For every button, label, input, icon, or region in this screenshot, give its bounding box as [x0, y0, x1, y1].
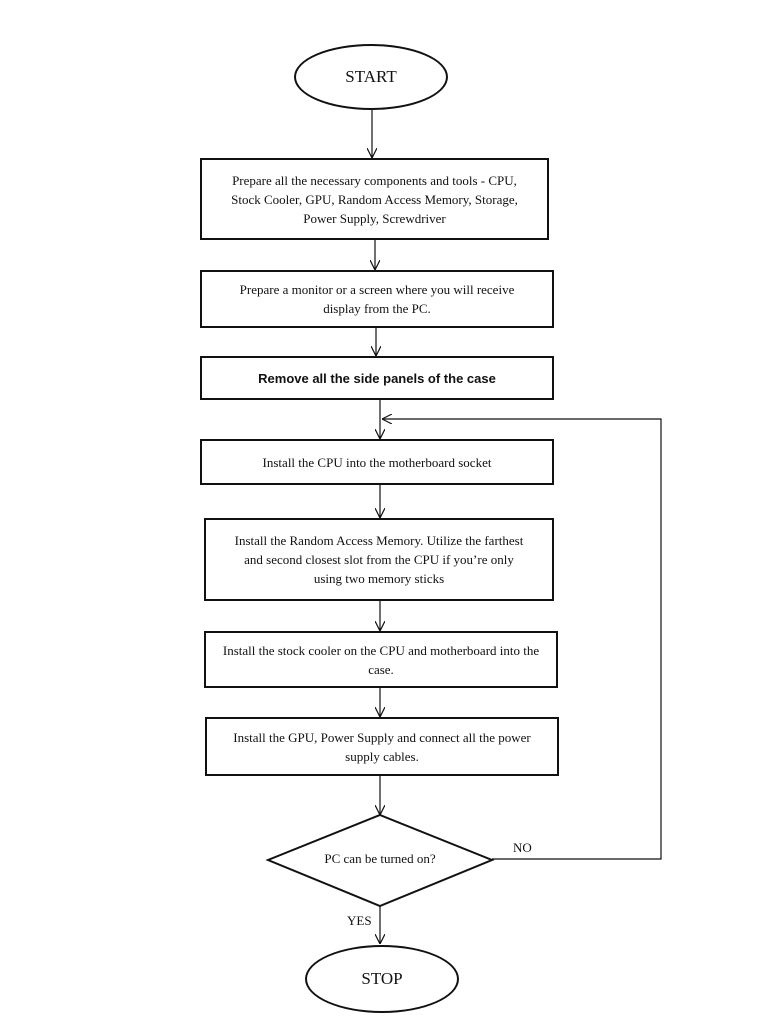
decision-diamond — [265, 813, 495, 908]
step-install-cpu-text: Install the CPU into the motherboard soc… — [262, 454, 492, 470]
start-terminal: START — [294, 44, 448, 110]
step-prepare-components-text: Prepare all the necessary components and… — [231, 172, 518, 226]
step-install-gpu-psu: Install the GPU, Power Supply and connec… — [205, 717, 559, 776]
step-install-gpu-psu-text: Install the GPU, Power Supply and connec… — [233, 729, 531, 764]
step-remove-panels: Remove all the side panels of the case — [200, 356, 554, 400]
stop-terminal: STOP — [305, 945, 459, 1013]
start-label: START — [345, 67, 397, 86]
step-prepare-monitor: Prepare a monitor or a screen where you … — [200, 270, 554, 328]
stop-label: STOP — [361, 969, 403, 988]
loop-no-path — [382, 419, 662, 860]
step-install-cooler: Install the stock cooler on the CPU and … — [204, 631, 558, 688]
step-prepare-monitor-text: Prepare a monitor or a screen where you … — [239, 282, 515, 316]
yes-branch-label: YES — [347, 913, 372, 928]
step-remove-panels-text: Remove all the side panels of the case — [258, 370, 496, 386]
step-install-ram: Install the Random Access Memory. Utiliz… — [204, 518, 554, 601]
step-install-cpu: Install the CPU into the motherboard soc… — [200, 439, 554, 485]
step-install-cooler-text: Install the stock cooler on the CPU and … — [222, 642, 540, 677]
decision-text: PC can be turned on? — [324, 851, 436, 866]
step-install-ram-text: Install the Random Access Memory. Utiliz… — [234, 533, 524, 586]
step-prepare-components: Prepare all the necessary components and… — [200, 158, 549, 240]
no-branch-label: NO — [513, 840, 532, 855]
